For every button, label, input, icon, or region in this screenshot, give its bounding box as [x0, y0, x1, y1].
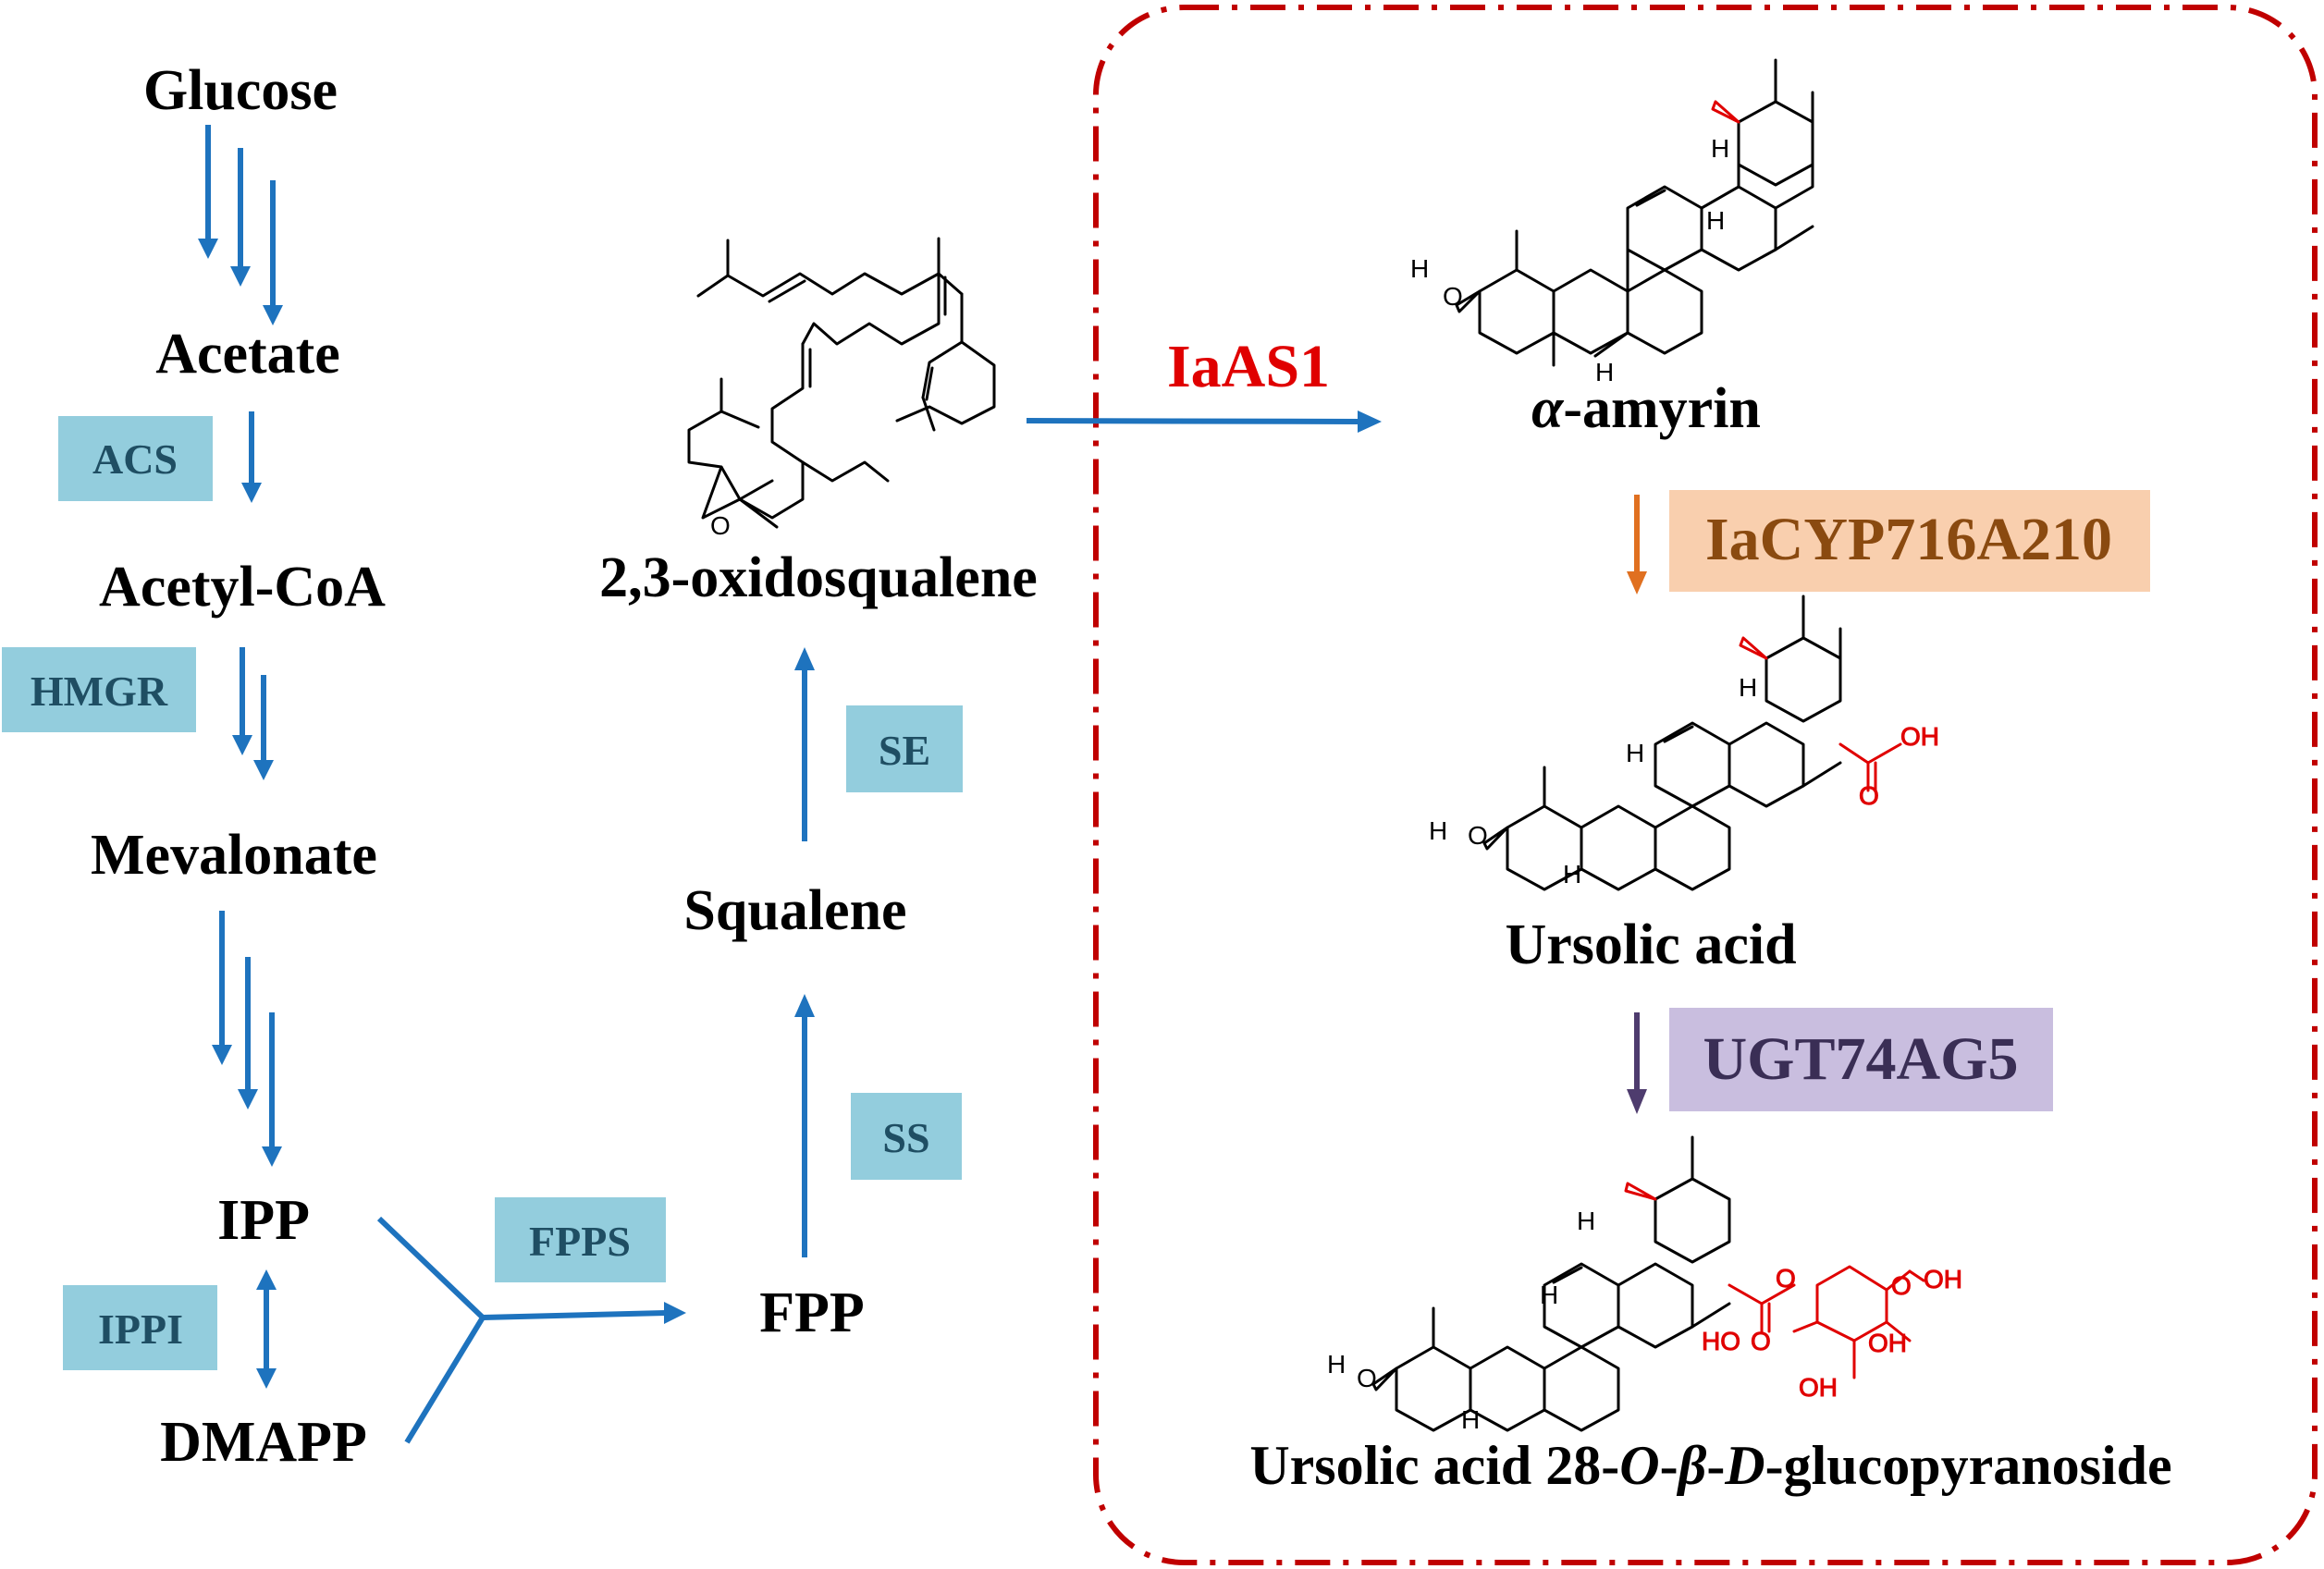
- metabolite-squalene: Squalene: [683, 879, 906, 942]
- ursolic-acid-glucoside-structure: O H H H H O O O OH HO OH OH: [1327, 1135, 1963, 1434]
- amyrin-ho-h: H: [1410, 254, 1429, 283]
- ursolic-carboxyl-oh: OH: [1900, 722, 1939, 751]
- oxidosqualene-structure: O: [687, 237, 996, 540]
- enzyme-iacyp716a210: IaCYP716A210: [1669, 490, 2150, 592]
- ursolic-carboxyl-o: O: [1859, 781, 1879, 810]
- orange-arrow: [1627, 495, 1647, 595]
- enzyme-ippi-label: IPPI: [98, 1305, 183, 1353]
- enzyme-iaas1-label: IaAS1: [1167, 333, 1330, 400]
- amyrin-h18: H: [1711, 134, 1729, 163]
- enzyme-hmgr: HMGR: [2, 647, 196, 732]
- metabolite-acetyl-coa: Acetyl-CoA: [99, 556, 386, 619]
- amyrin-h9: H: [1706, 206, 1725, 235]
- purple-arrow: [1627, 1012, 1647, 1114]
- metabolite-ursolic-acid: Ursolic acid: [1505, 913, 1796, 976]
- enzyme-se: SE: [846, 705, 963, 792]
- blue-arrows: [198, 125, 1382, 1444]
- metabolite-glucose: Glucose: [143, 59, 338, 122]
- amyrin-o: O: [1443, 282, 1463, 311]
- glucoside-o3: O: [1357, 1364, 1377, 1392]
- glucoside-h5: H: [1461, 1405, 1480, 1434]
- pentacyclic-triterpenoid-region: [1093, 5, 2318, 1565]
- amyrin-h5: H: [1595, 358, 1614, 386]
- metabolite-ursolic-acid-glucoside: Ursolic acid 28-O-β-D-glucopyranoside: [1249, 1435, 2171, 1496]
- alpha-amyrin-structure: O H H H H: [1410, 58, 1814, 386]
- glucoside-h18: H: [1577, 1207, 1595, 1235]
- enzyme-iacyp-label: IaCYP716A210: [1705, 506, 2112, 573]
- enzyme-acs: ACS: [58, 416, 213, 501]
- ursolic-acid-structure: O H H H H OH O: [1429, 595, 1940, 891]
- enzyme-ss: SS: [851, 1093, 962, 1180]
- enzyme-fpps-label: FPPS: [529, 1218, 631, 1265]
- glucoside-oh3: OH: [1799, 1373, 1838, 1402]
- glucoside-ester-link-o: O: [1776, 1264, 1796, 1293]
- glucoside-ring-o: O: [1891, 1271, 1912, 1300]
- enzyme-acs-label: ACS: [92, 435, 178, 483]
- ursolic-o3: O: [1468, 821, 1488, 850]
- metabolite-alpha-amyrin: α-amyrin: [1531, 377, 1761, 440]
- glucoside-ho2: HO: [1702, 1327, 1740, 1355]
- enzyme-hmgr-label: HMGR: [31, 668, 168, 715]
- metabolite-acetate: Acetate: [155, 323, 340, 386]
- enzyme-se-label: SE: [879, 727, 930, 774]
- metabolite-dmapp: DMAPP: [160, 1411, 367, 1474]
- enzyme-ss-label: SS: [882, 1114, 929, 1161]
- ursolic-h5: H: [1563, 860, 1581, 889]
- glucoside-oh6: OH: [1924, 1265, 1962, 1293]
- enzyme-ugt-label: UGT74AG5: [1703, 1025, 2018, 1093]
- enzyme-ugt74ag5: UGT74AG5: [1669, 1008, 2053, 1111]
- ursolic-h18: H: [1739, 673, 1757, 702]
- enzyme-ippi: IPPI: [63, 1285, 217, 1370]
- glucoside-h9: H: [1540, 1281, 1558, 1309]
- enzyme-fpps: FPPS: [495, 1197, 666, 1282]
- ursolic-ho-h: H: [1429, 816, 1447, 845]
- glucoside-oh4: OH: [1868, 1329, 1907, 1357]
- glucoside-ho-h: H: [1327, 1350, 1346, 1379]
- metabolite-mevalonate: Mevalonate: [91, 824, 377, 887]
- metabolite-fpp: FPP: [759, 1281, 865, 1344]
- glucoside-ester-o: O: [1751, 1327, 1771, 1355]
- metabolite-oxidosqualene: 2,3-oxidosqualene: [599, 546, 1038, 609]
- metabolite-ipp: IPP: [217, 1189, 310, 1252]
- ursolic-h9: H: [1626, 739, 1644, 767]
- oxidosqualene-epoxide-o: O: [710, 511, 731, 540]
